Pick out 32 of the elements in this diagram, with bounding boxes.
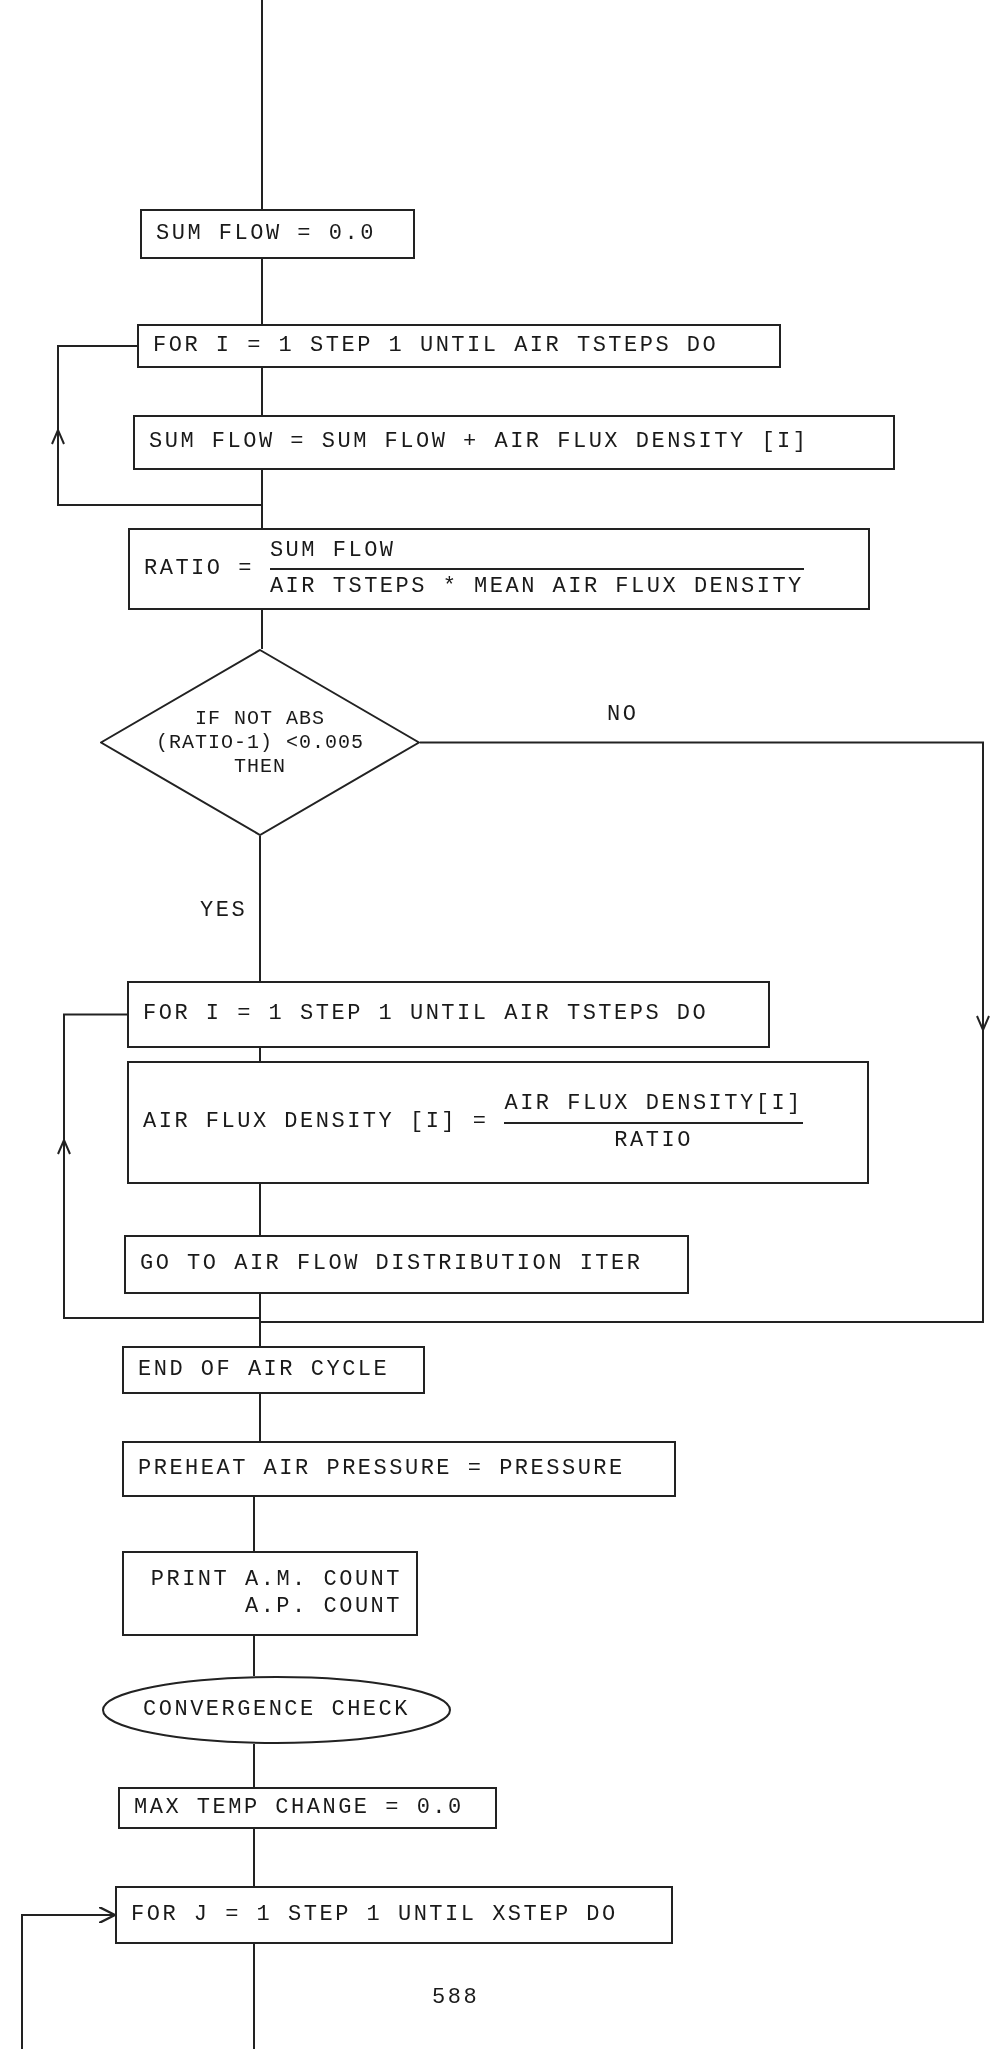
page-number: 588 bbox=[432, 1985, 480, 2010]
box-text: FOR J = 1 STEP 1 UNTIL XSTEP DO bbox=[131, 1901, 618, 1929]
box-text: FOR I = 1 STEP 1 UNTIL AIR TSTEPS DO bbox=[153, 332, 719, 360]
process-box bbox=[118, 1787, 497, 1829]
process-box bbox=[122, 1346, 425, 1394]
box-text: END OF AIR CYCLE bbox=[138, 1356, 390, 1384]
process-box bbox=[127, 981, 770, 1048]
box-text: PREHEAT AIR PRESSURE = PRESSURE bbox=[138, 1455, 625, 1483]
box-text: FOR I = 1 STEP 1 UNTIL AIR TSTEPS DO bbox=[143, 1001, 709, 1028]
formula-denominator: RATIO bbox=[613, 1126, 694, 1154]
formula-text: RATIO = bbox=[144, 555, 254, 583]
process-box bbox=[140, 209, 415, 259]
box-text: SUM FLOW = SUM FLOW + AIR FLUX DENSITY [I] bbox=[149, 429, 809, 456]
box-text: A.P. COUNT bbox=[244, 1593, 402, 1620]
condition-text: IF NOT ABS (RATIO-1) <0.005 THEN bbox=[155, 706, 365, 779]
process-box bbox=[115, 1886, 673, 1944]
process-box bbox=[127, 1061, 869, 1184]
formula-denominator: AIR TSTEPS * MEAN AIR FLUX DENSITY bbox=[269, 573, 804, 601]
process-box bbox=[133, 415, 895, 470]
process-box bbox=[122, 1441, 676, 1497]
process-box bbox=[128, 528, 870, 610]
box-text: PRINT A.M. COUNT bbox=[150, 1567, 402, 1594]
process-box bbox=[122, 1551, 418, 1636]
box-text: SUM FLOW = 0.0 bbox=[156, 220, 376, 248]
box-text: MAX TEMP CHANGE = 0.0 bbox=[134, 1794, 464, 1822]
box-text: GO TO AIR FLOW DISTRIBUTION ITER bbox=[140, 1251, 643, 1278]
box-text: CONVERGENCE CHECK bbox=[143, 1696, 410, 1724]
process-box bbox=[124, 1235, 689, 1294]
formula-numerator: AIR FLUX DENSITY[I] bbox=[504, 1091, 803, 1124]
formula-text: AIR FLUX DENSITY [I] = bbox=[143, 1109, 489, 1136]
formula-numerator: SUM FLOW bbox=[269, 537, 804, 570]
process-box bbox=[137, 324, 781, 368]
